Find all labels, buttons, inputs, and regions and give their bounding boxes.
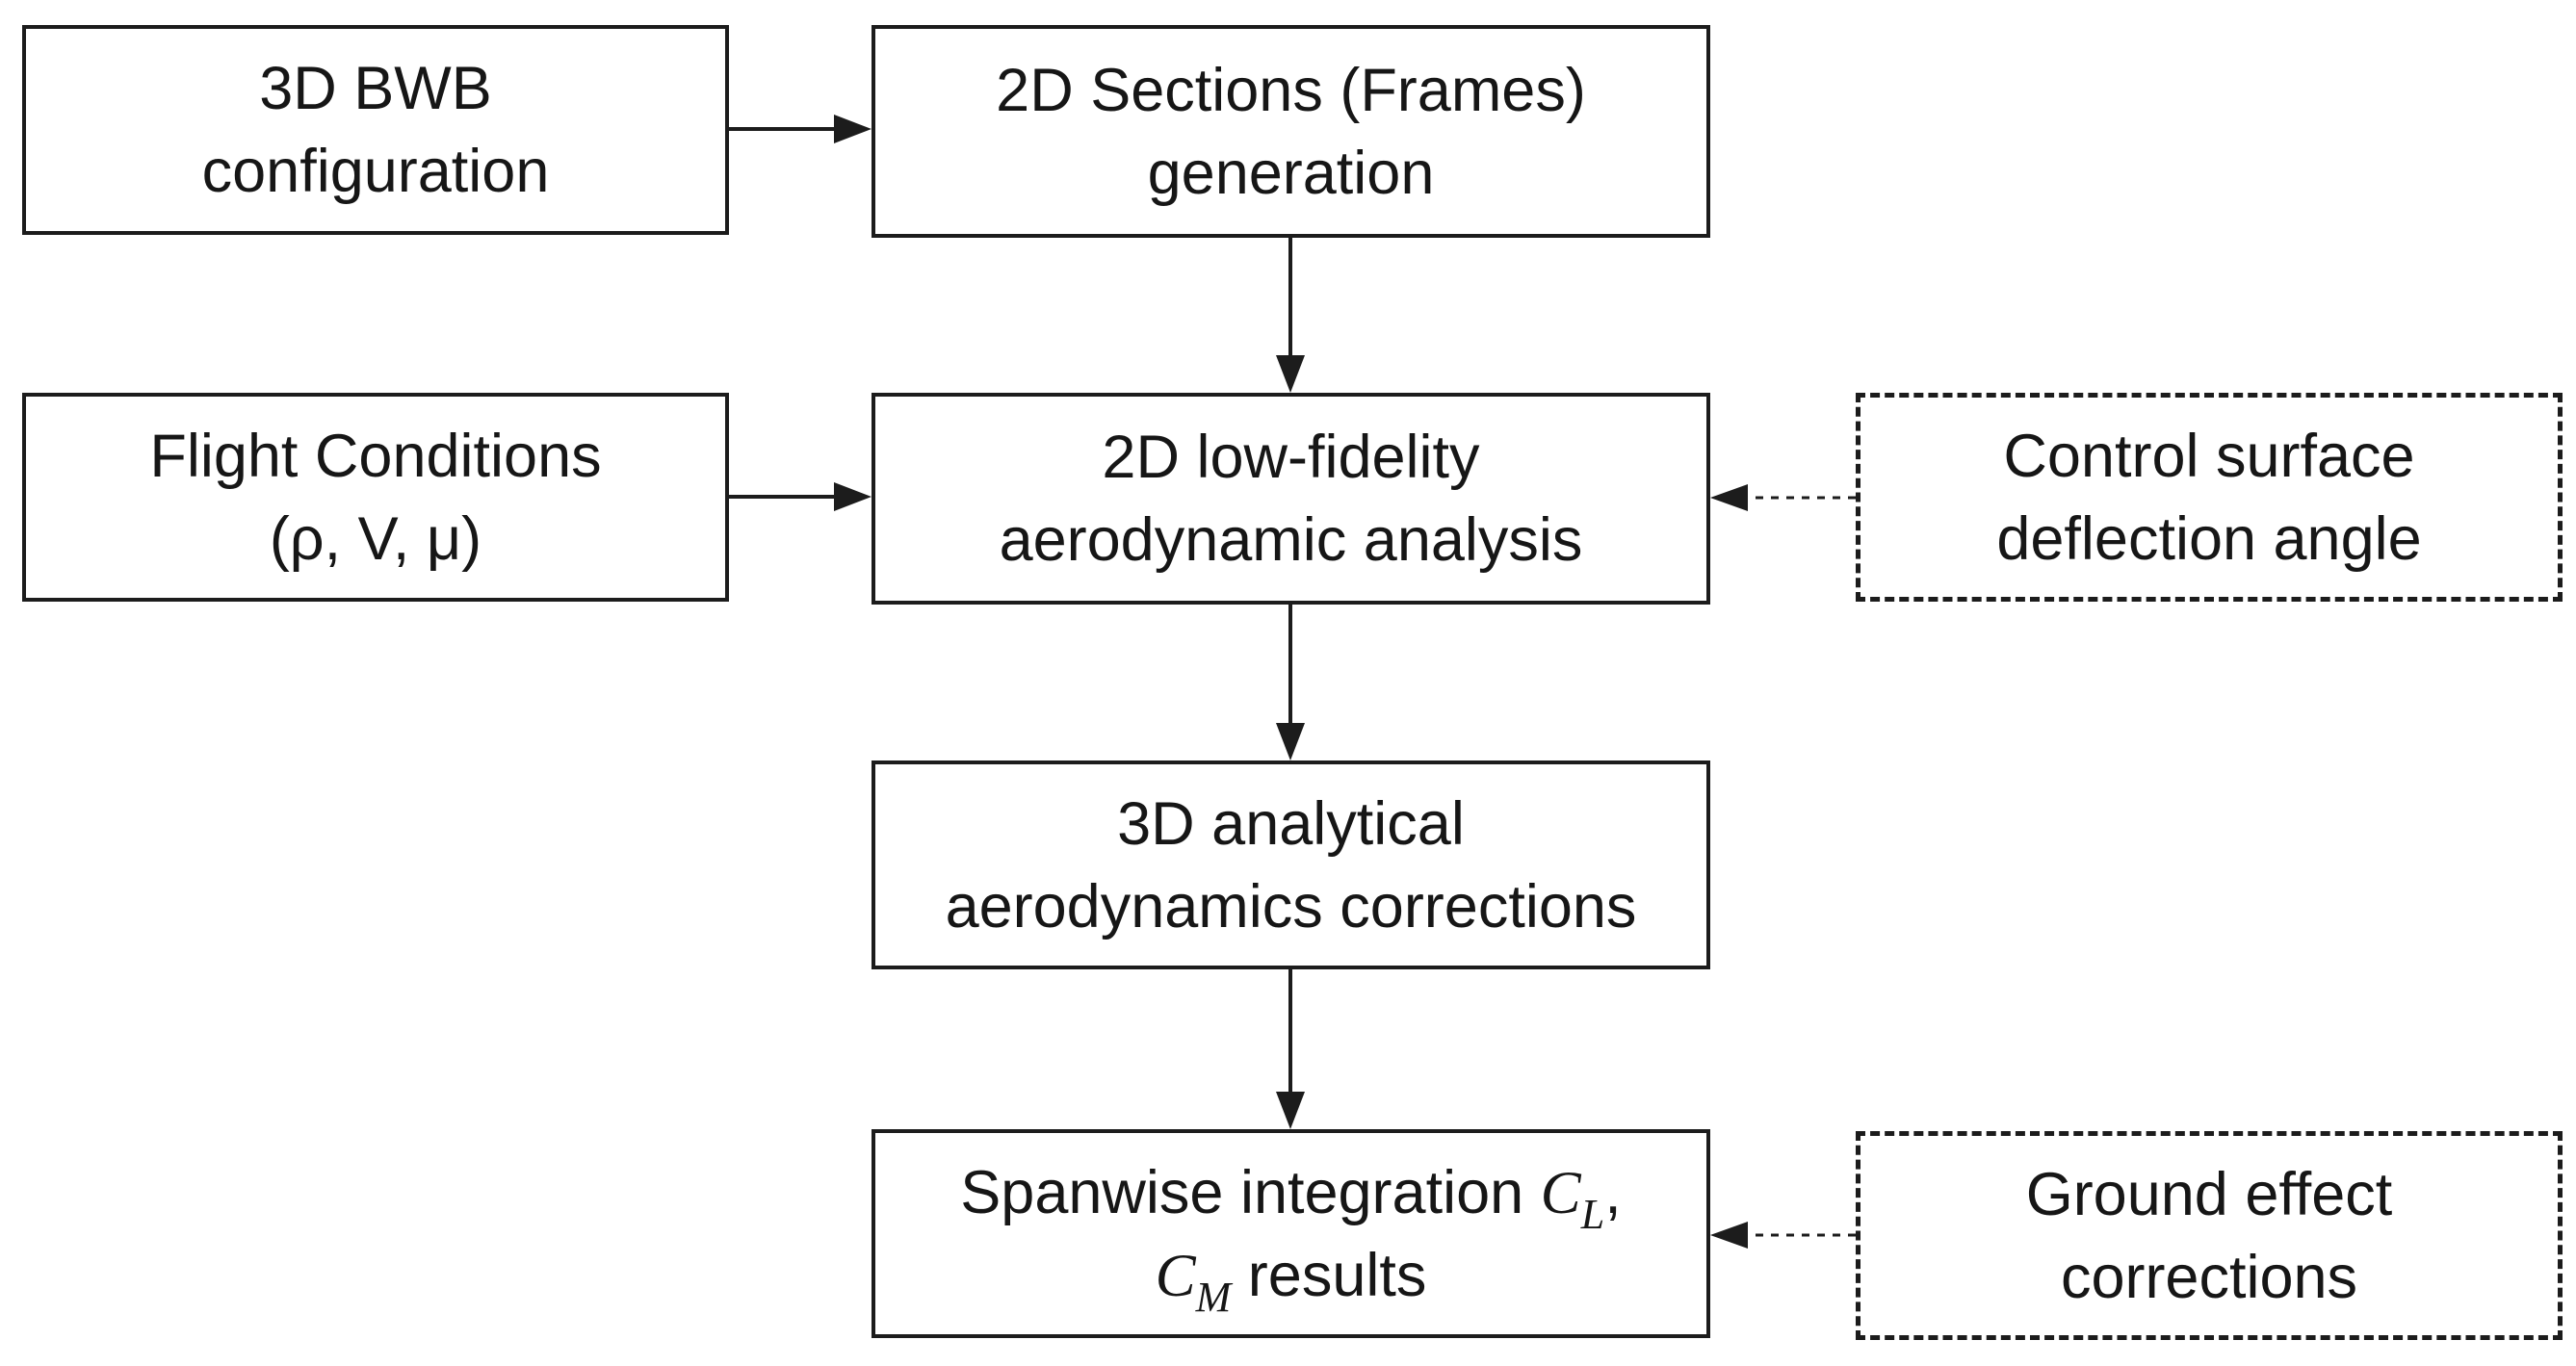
node-label: 3D analytical aerodynamics corrections — [946, 783, 1637, 948]
arrow-bwb-to-sections — [727, 115, 872, 143]
label-line2: generation — [1147, 139, 1435, 207]
label-line2: corrections — [2060, 1243, 2358, 1311]
arrow-sections-to-lowfi — [1276, 238, 1305, 393]
arrowhead-left-icon — [1710, 1222, 1748, 1249]
arrowhead-left-icon — [1710, 484, 1748, 511]
label-line1: Control surface — [2003, 422, 2415, 490]
arrowhead-down-icon — [1276, 1092, 1305, 1129]
node-ground-effect-corrections: Ground effect corrections — [1856, 1131, 2563, 1340]
label-line2: (ρ, V, μ) — [269, 504, 482, 573]
node-spanwise-integration-results: Spanwise integration CL, CM results — [872, 1129, 1710, 1338]
label-text: results — [1231, 1241, 1427, 1309]
node-label: 3D BWB configuration — [202, 47, 550, 213]
label-line2: deflection angle — [1996, 504, 2422, 573]
label-line2: aerodynamics corrections — [945, 872, 1637, 941]
arrow-control-to-lowfi-dashed — [1710, 484, 1856, 511]
node-label: 2D Sections (Frames) generation — [996, 49, 1586, 215]
node-label: Spanwise integration CL, CM results — [960, 1151, 1622, 1319]
math-symbol-cl: C — [1540, 1158, 1581, 1226]
label-comma: , — [1604, 1158, 1622, 1226]
arrow-flight-to-lowfi — [727, 482, 872, 511]
label-text: Spanwise integration — [960, 1158, 1541, 1226]
label-line2: configuration — [201, 138, 550, 205]
math-symbol-cm: C — [1155, 1241, 1196, 1309]
node-flight-conditions: Flight Conditions (ρ, V, μ) — [22, 393, 729, 602]
node-label: Control surface deflection angle — [1996, 415, 2421, 580]
label-line1: 3D BWB — [259, 55, 492, 122]
node-2d-low-fidelity-analysis: 2D low-fidelity aerodynamic analysis — [872, 393, 1710, 605]
arrowhead-down-icon — [1276, 723, 1305, 760]
arrowhead-down-icon — [1276, 355, 1305, 393]
label-line1: 2D Sections (Frames) — [996, 56, 1586, 124]
label-line1: Flight Conditions — [149, 422, 602, 490]
arrowhead-right-icon — [834, 482, 872, 511]
label-line1: 3D analytical — [1117, 789, 1465, 858]
node-3d-analytical-corrections: 3D analytical aerodynamics corrections — [872, 760, 1710, 969]
node-label: Ground effect corrections — [2026, 1153, 2393, 1319]
arrow-lowfi-to-corrections — [1276, 605, 1305, 760]
node-control-surface-deflection: Control surface deflection angle — [1856, 393, 2563, 602]
node-label: Flight Conditions (ρ, V, μ) — [149, 415, 601, 580]
node-3d-bwb-configuration: 3D BWB configuration — [22, 25, 729, 235]
label-line1: 2D low-fidelity — [1102, 424, 1480, 491]
math-subscript-m: M — [1195, 1273, 1232, 1321]
label-line1: Ground effect — [2025, 1160, 2393, 1228]
node-2d-sections-generation: 2D Sections (Frames) generation — [872, 25, 1710, 238]
arrow-ground-to-spanwise-dashed — [1710, 1222, 1856, 1249]
node-label: 2D low-fidelity aerodynamic analysis — [1000, 416, 1583, 581]
math-subscript-l: L — [1580, 1190, 1605, 1238]
arrow-corrections-to-spanwise — [1276, 969, 1305, 1129]
arrowhead-right-icon — [834, 115, 872, 143]
label-line2: aerodynamic analysis — [999, 506, 1583, 574]
